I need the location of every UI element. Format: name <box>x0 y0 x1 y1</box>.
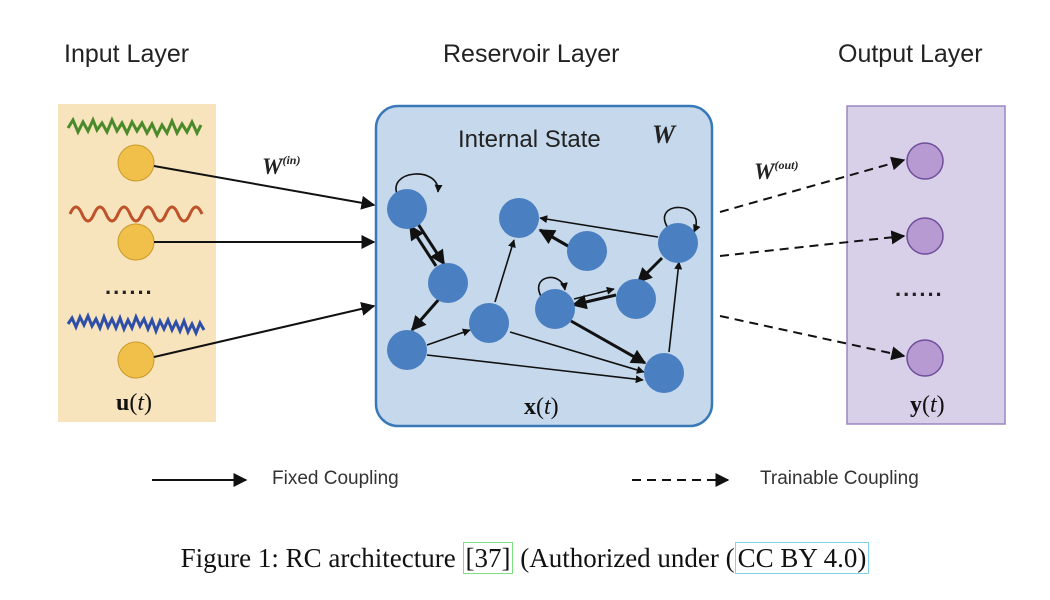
reservoir-node <box>658 223 698 263</box>
reservoir-variable: x(t) <box>524 394 559 420</box>
output-ellipsis: ...... <box>895 276 944 301</box>
reservoir-node <box>469 303 509 343</box>
reservoir-node <box>535 289 575 329</box>
input-arrow-3 <box>153 302 376 358</box>
reservoir-node <box>499 198 539 238</box>
output-layer-title: Output Layer <box>838 40 983 68</box>
input-node-2 <box>117 223 155 261</box>
reservoir-node <box>616 279 656 319</box>
input-variable: u(t) <box>116 390 153 416</box>
output-node-1 <box>906 142 944 180</box>
w-out-label: W(out) <box>754 158 799 184</box>
output-node-3 <box>906 339 944 377</box>
output-node-2 <box>906 217 944 255</box>
input-ellipsis: ...... <box>105 274 154 299</box>
w-in-label: W(in) <box>262 153 301 179</box>
input-layer-title: Input Layer <box>64 40 190 68</box>
license-link[interactable]: CC BY 4.0) <box>734 542 870 574</box>
reservoir-node <box>428 263 468 303</box>
reservoir-edges <box>395 173 701 384</box>
output-variable: y(t) <box>910 392 945 418</box>
figure-caption: Figure 1: RC architecture [37] (Authoriz… <box>0 542 1050 574</box>
input-node-3 <box>117 341 155 379</box>
input-wave-blue <box>66 312 206 337</box>
output-arrow-2 <box>719 230 906 257</box>
reservoir-layer-title: Reservoir Layer <box>443 40 620 68</box>
internal-state-label: Internal State <box>458 126 601 153</box>
reference-link[interactable]: [37] <box>462 542 514 574</box>
input-arrow-1 <box>153 165 376 210</box>
input-node-1 <box>117 144 155 182</box>
reservoir-panel <box>374 104 714 428</box>
output-arrow-1 <box>719 156 906 213</box>
reservoir-node <box>644 353 684 393</box>
legend-fixed-label: Fixed Coupling <box>272 468 399 489</box>
reservoir-node <box>387 189 427 229</box>
input-wave-red <box>68 205 204 223</box>
output-arrow-3 <box>719 315 906 361</box>
reservoir-weight-label: W <box>652 120 676 149</box>
input-wave-green <box>66 116 203 139</box>
reservoir-node <box>387 330 427 370</box>
reservoir-node <box>567 231 607 271</box>
legend-trainable-label: Trainable Coupling <box>760 468 919 489</box>
